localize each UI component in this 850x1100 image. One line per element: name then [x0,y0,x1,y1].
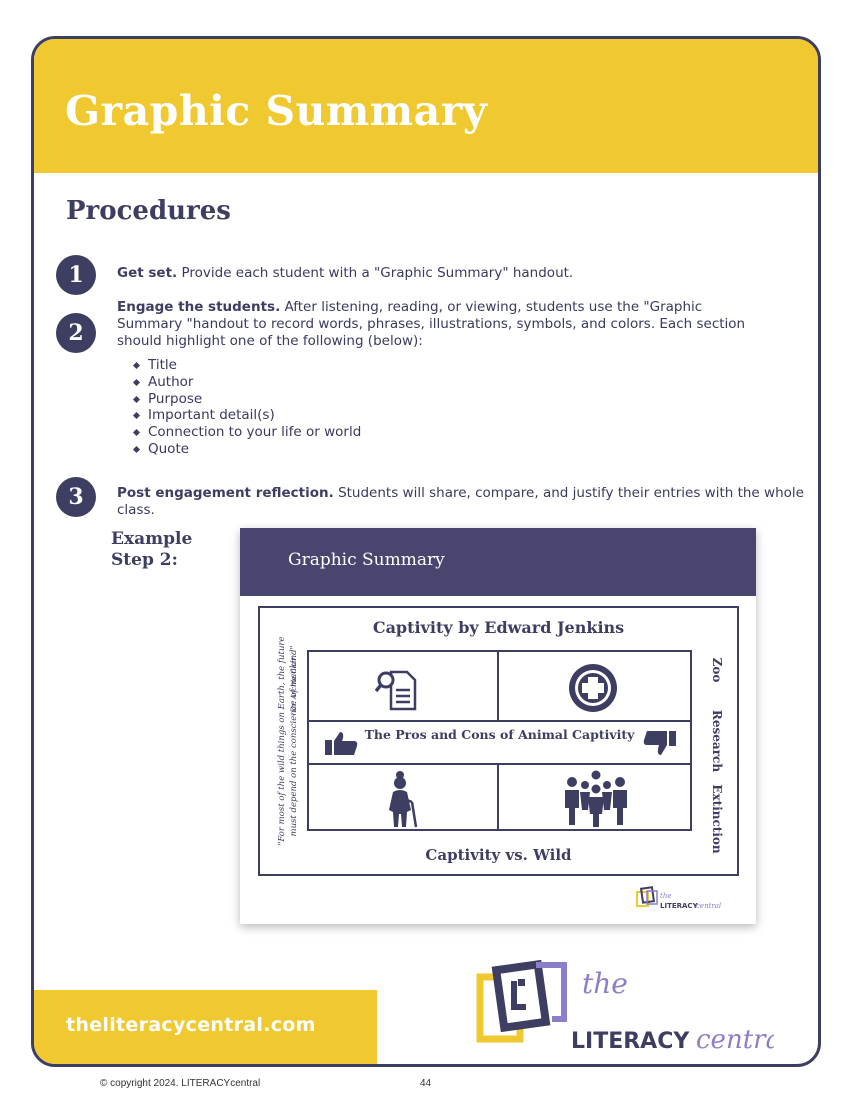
grid-divider [497,763,499,831]
step-3-body: Students will share, compare, and justif… [117,485,804,518]
title-banner: Graphic Summary [34,39,818,173]
card-title: Graphic Summary [288,550,445,570]
grid-divider [497,652,499,720]
step-2-number: 2 [56,313,96,353]
page-frame: Graphic Summary Procedures 1 Get set. Pr… [31,36,821,1067]
step-3-number: 3 [56,477,96,517]
example-graphic-summary-card: Graphic Summary Captivity by Edward Jenk… [240,528,756,924]
mini-logo-central: central [696,902,721,910]
section-title: Procedures [66,196,231,226]
thumbs-up-icon [325,732,358,755]
list-item: Quote [132,441,361,458]
step-2-body: After listening, reading, or viewing, st… [117,299,746,349]
step-1-text: Get set. Provide each student with a "Gr… [117,265,797,282]
literacy-central-mini-logo: the LITERACY central [636,886,721,910]
list-item: Connection to your life or world [132,424,361,441]
bottom-label: Captivity vs. Wild [425,846,572,864]
side-word-zoo: Zoo [710,657,724,683]
step-1-number: 1 [56,255,96,295]
list-item: Title [132,357,361,374]
list-item: Purpose [132,391,361,408]
quote-line-1: "For most of the wild things on Earth, t… [277,636,287,846]
logo-literacy: LITERACY [571,1029,690,1054]
mini-logo-literacy: LITERACY [660,902,699,910]
center-label: The Pros and Cons of Animal Captivity [364,727,635,742]
mini-logo-the: the [660,892,671,900]
step-1-body: Provide each student with a "Graphic Sum… [177,265,574,281]
elderly-person-icon [389,771,418,828]
summary-frame: Captivity by Edward Jenkins "For most of… [258,606,739,876]
logo-the: the [582,967,628,1000]
list-item: Author [132,374,361,391]
list-item: Important detail(s) [132,407,361,424]
literacy-central-logo: the LITERACY central [476,959,774,1055]
side-words: Zoo Research Extinction [697,628,737,858]
step-2-lead: Engage the students. [117,299,281,315]
step-1-lead: Get set. [117,265,178,281]
summary-grid: The Pros and Cons of Animal Captivity [307,650,692,831]
bullet-list: Title Author Purpose Important detail(s)… [132,357,361,458]
group-of-people-icon [565,770,627,827]
website-link[interactable]: theliteracycentral.com [66,1014,316,1036]
example-label: Example Step 2: [111,529,192,571]
card-header: Graphic Summary [240,528,756,596]
page-number: 44 [420,1078,432,1089]
website-bar: theliteracycentral.com [34,990,377,1064]
example-label-line2: Step 2: [111,550,178,570]
side-word-research: Research [710,709,724,773]
step-2-text: Engage the students. After listening, re… [117,299,757,350]
thumbs-down-icon [643,731,676,755]
medical-cross-icon [569,664,617,712]
quote-author: - Dr. Archie Carr [290,657,298,717]
example-label-line1: Example [111,529,193,549]
logo-central: central [696,1025,774,1055]
page-title: Graphic Summary [65,87,488,135]
document-search-icon [375,670,417,711]
side-quote: "For most of the wild things on Earth, t… [264,628,304,858]
grid-divider [309,720,690,722]
copyright-text: © copyright 2024. LITERACYcentral [100,1078,261,1089]
step-3-lead: Post engagement reflection. [117,485,334,501]
book-title: Captivity by Edward Jenkins [372,618,625,637]
step-3-text: Post engagement reflection. Students wil… [117,485,807,519]
grid-divider [309,763,690,765]
